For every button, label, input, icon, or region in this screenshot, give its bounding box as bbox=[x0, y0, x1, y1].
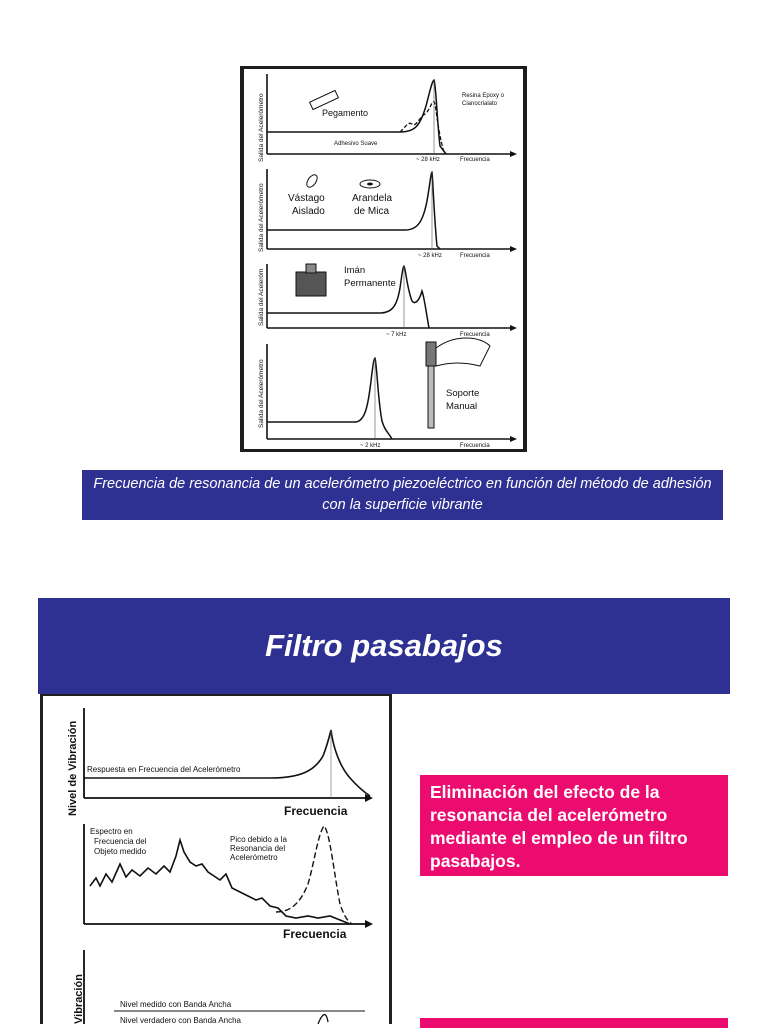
panel-2-xlabel: Frecuencia bbox=[460, 253, 490, 259]
spectrum-label-3: Objeto medido bbox=[94, 847, 147, 856]
spectrum-label-2: Frecuencia del bbox=[94, 837, 147, 846]
peak-label-3: Acelerómetro bbox=[230, 853, 278, 862]
panel-4-ylabel: Salida del Acelerómetro bbox=[258, 359, 265, 428]
lowpass-note: Eliminación del efecto de la resonancia … bbox=[420, 775, 728, 876]
magnet-label-2: Permanente bbox=[344, 278, 396, 289]
peak-label-2: Resonancia del bbox=[230, 844, 285, 853]
magnet-label-1: Imán bbox=[344, 265, 365, 276]
response-panel: Nivel de Vibración Respuesta en Frecuenc… bbox=[67, 708, 373, 818]
top-ylabel: Nivel de Vibración bbox=[67, 721, 79, 816]
figure-caption: Frecuencia de resonancia de un aceleróme… bbox=[82, 470, 723, 520]
freq-marker-7khz: ~ 7 kHz bbox=[386, 332, 407, 338]
figure-background bbox=[244, 69, 523, 449]
middle-xlabel: Frecuencia bbox=[283, 927, 347, 941]
bottom-ylabel: Vibración bbox=[73, 974, 85, 1024]
epoxy-label-1: Resina Epoxy o bbox=[462, 93, 505, 99]
soft-adhesive-label: Adhesivo Suave bbox=[334, 141, 378, 147]
epoxy-label-2: Cianocrialato bbox=[462, 101, 498, 107]
panel-3-xlabel: Frecuencia bbox=[460, 332, 490, 338]
freq-marker-28khz-1: ~ 28 kHz bbox=[416, 157, 440, 163]
glue-label: Pegamento bbox=[322, 108, 368, 118]
panel-1-ylabel: Salida del Acelerómetro bbox=[258, 93, 265, 162]
lowpass-background bbox=[43, 696, 389, 1024]
lowpass-figure: Nivel de Vibración Respuesta en Frecuenc… bbox=[40, 694, 392, 1024]
mica-label-1: Arandela bbox=[352, 193, 392, 204]
stud-label-2: Aislado bbox=[292, 206, 325, 217]
hand-label-2: Manual bbox=[446, 401, 477, 412]
panel-2-ylabel: Salida del Acelerómetro bbox=[258, 183, 265, 252]
mounting-methods-figure: Salida del Acelerómetro Pegamento Adhesi… bbox=[240, 66, 527, 452]
freq-marker-28khz-2: ~ 28 kHz bbox=[418, 253, 442, 259]
panel-1-xlabel: Frecuencia bbox=[460, 157, 490, 163]
lowpass-svg: Nivel de Vibración Respuesta en Frecuenc… bbox=[43, 696, 389, 1024]
panel-magnet: Salida del Aceleróm Imán Permanente ~ 7 … bbox=[258, 263, 517, 338]
section-title: Filtro pasabajos bbox=[38, 598, 730, 694]
hand-label-1: Soporte bbox=[446, 388, 479, 399]
spectrum-label-1: Espectro en bbox=[90, 827, 133, 836]
second-note-box bbox=[420, 1018, 728, 1028]
top-xlabel: Frecuencia bbox=[284, 804, 348, 818]
band-panel: Vibración Nivel medido con Banda Ancha N… bbox=[73, 950, 365, 1024]
wide-band-label: Nivel medido con Banda Ancha bbox=[120, 1000, 232, 1009]
mounting-methods-svg: Salida del Acelerómetro Pegamento Adhesi… bbox=[244, 69, 523, 449]
panel-glue: Salida del Acelerómetro Pegamento Adhesi… bbox=[258, 74, 517, 163]
peak-label-1: Pico debido a la bbox=[230, 835, 287, 844]
panel-3-ylabel: Salida del Aceleróm bbox=[258, 269, 265, 326]
response-curve-label: Respuesta en Frecuencia del Acelerómetro bbox=[87, 765, 241, 774]
stud-label-1: Vástago bbox=[288, 193, 325, 204]
true-band-label: Nivel verdadero con Banda Ancha bbox=[120, 1016, 242, 1024]
mica-label-2: de Mica bbox=[354, 206, 389, 217]
panel-isolated-stud: Salida del Acelerómetro Vástago Aislado … bbox=[258, 169, 517, 259]
panel-hand-held: Salida del Acelerómetro Soporte Manual ~… bbox=[258, 337, 517, 449]
freq-marker-2khz: ~ 2 kHz bbox=[360, 443, 381, 449]
panel-4-xlabel: Frecuencia bbox=[460, 443, 490, 449]
spectrum-panel: Espectro en Frecuencia del Objeto medido… bbox=[83, 824, 373, 941]
